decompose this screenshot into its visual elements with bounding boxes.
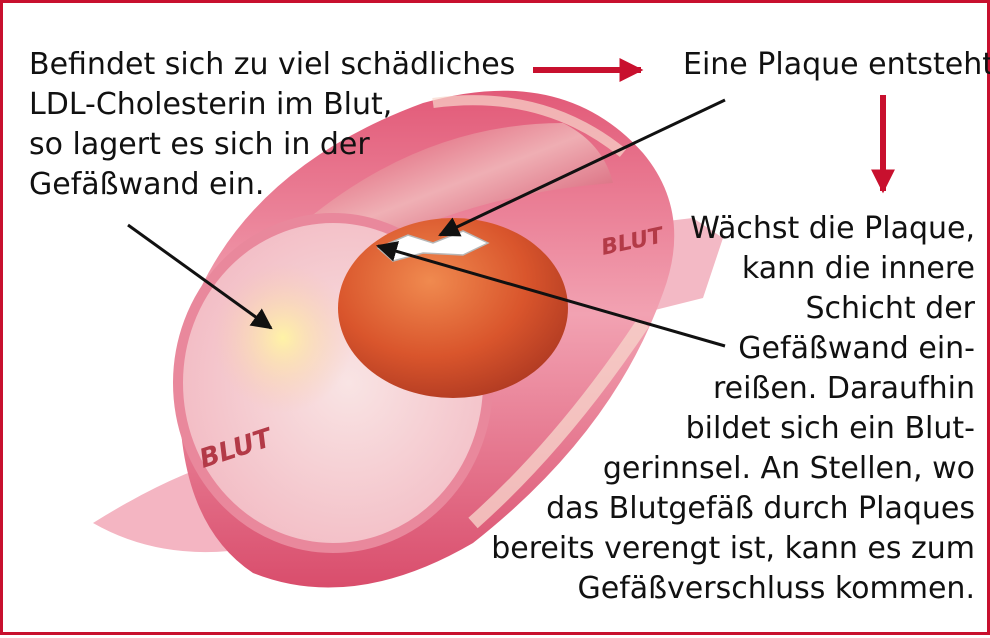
caption-line: das Blutgefäß durch Plaques <box>491 489 975 529</box>
caption-line: kann die innere <box>491 249 975 289</box>
caption-line: bildet sich ein Blut- <box>491 409 975 449</box>
caption-line: Befindet sich zu viel schädliches <box>29 45 515 85</box>
fat-deposit <box>213 263 353 413</box>
caption-line: reißen. Daraufhin <box>491 369 975 409</box>
caption-line: Gefäßwand ein. <box>29 165 515 205</box>
caption-line: Eine Plaque entsteht. <box>683 45 990 85</box>
caption-line: so lagert es sich in der <box>29 125 515 165</box>
caption-cholesterol: Befindet sich zu viel schädliches LDL-Ch… <box>29 45 515 205</box>
caption-line: Gefäßwand ein- <box>491 329 975 369</box>
caption-plaque: Eine Plaque entsteht. <box>683 45 990 85</box>
caption-line: Wächst die Plaque, <box>491 209 975 249</box>
caption-line: bereits verengt ist, kann es zum <box>491 529 975 569</box>
caption-line: Gefäßverschluss kommen. <box>491 569 975 609</box>
caption-line: LDL-Cholesterin im Blut, <box>29 85 515 125</box>
caption-line: Schicht der <box>491 289 975 329</box>
caption-line: gerinnsel. An Stellen, wo <box>491 449 975 489</box>
caption-rupture: Wächst die Plaque, kann die innere Schic… <box>491 209 975 609</box>
